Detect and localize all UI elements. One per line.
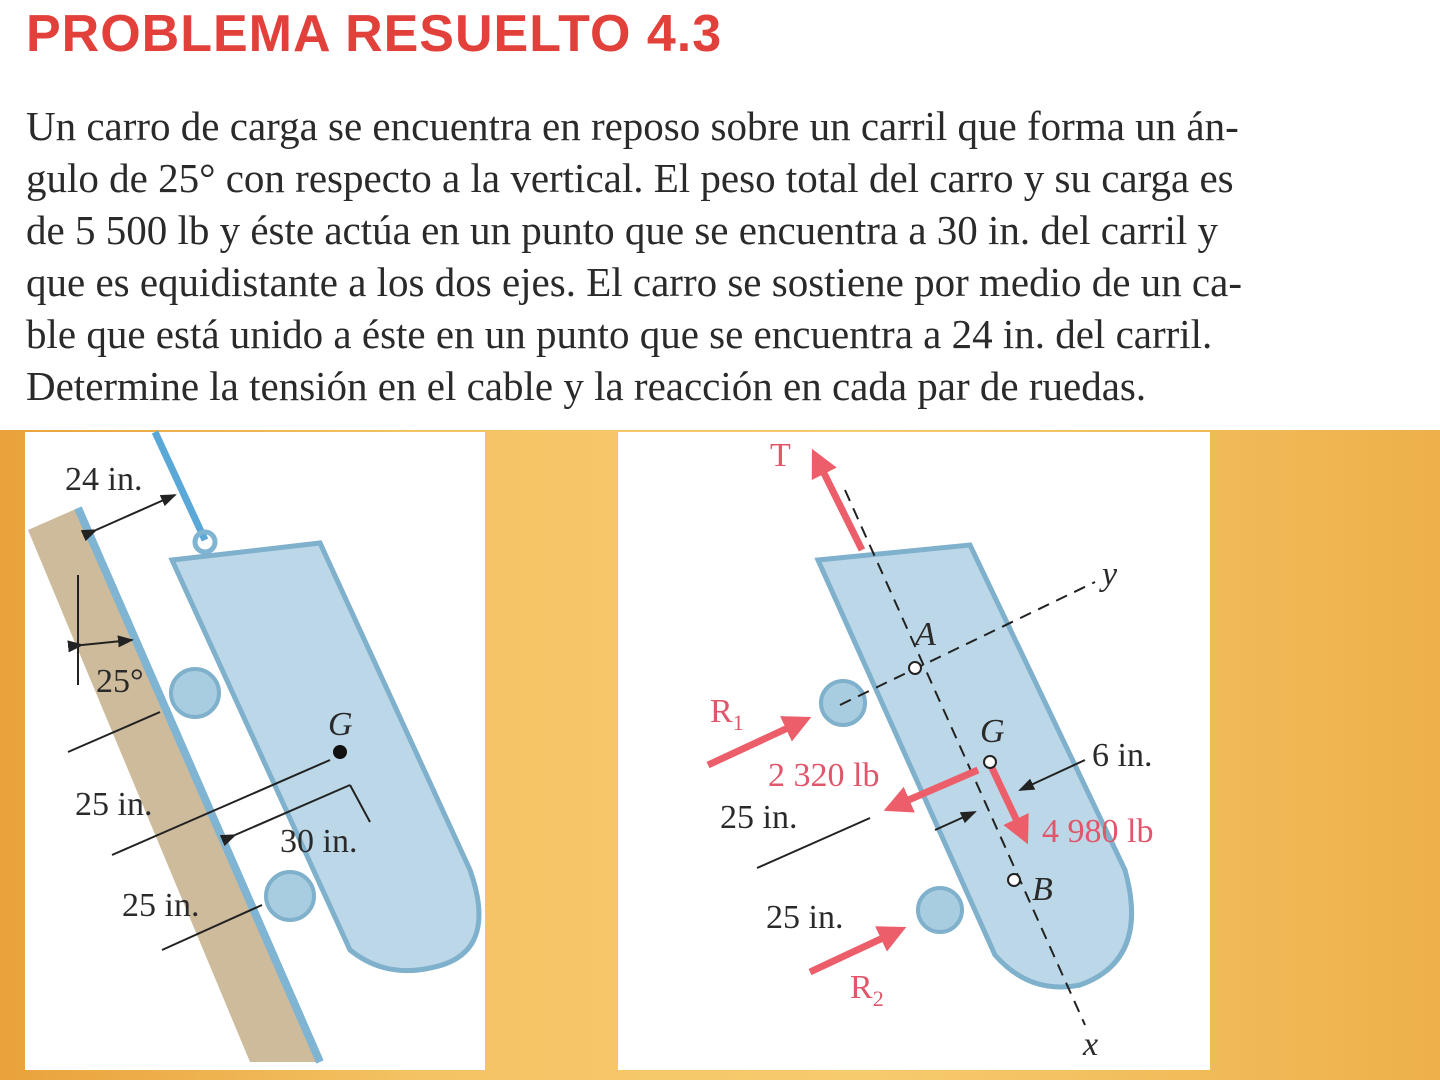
cable-hook xyxy=(192,529,218,555)
dim-6 xyxy=(934,811,977,831)
dim-upper-label: 25 in. xyxy=(75,786,152,823)
text-line: Un carro de carga se encuentra en reposo… xyxy=(26,103,1239,149)
wheel-upper xyxy=(169,667,221,719)
cable xyxy=(151,430,209,542)
point-a xyxy=(908,661,922,675)
force-y-label: 2 320 lb xyxy=(768,757,879,794)
angle-arrow xyxy=(67,635,134,653)
b-label: B xyxy=(1032,871,1053,908)
right-figure: T y x A G B R1 R2 2 320 lb 4 980 lb 6 in… xyxy=(706,437,1153,1063)
ext-line xyxy=(161,904,263,951)
center-of-gravity-dot xyxy=(333,745,347,759)
force-x-arrow xyxy=(988,766,1029,845)
text-line: gulo de 25° con respecto a la vertical. … xyxy=(26,155,1234,201)
x-axis xyxy=(844,489,1086,1026)
x-axis-label: x xyxy=(1082,1026,1098,1063)
text-line: que es equidistante a los dos ejes. El c… xyxy=(26,259,1242,305)
problem-statement: Un carro de carga se encuentra en reposo… xyxy=(26,100,1440,412)
cart-body xyxy=(168,540,482,974)
ext-line xyxy=(111,759,331,856)
g-label: G xyxy=(328,706,353,743)
dim-cable-label: 24 in. xyxy=(65,461,142,498)
wheel-lower xyxy=(264,870,316,922)
r2-arrow xyxy=(808,926,907,976)
text-line: de 5 500 lb y éste actúa en un punto que… xyxy=(26,207,1219,253)
dim-weight-label: 30 in. xyxy=(280,823,357,860)
tension-arrow xyxy=(811,448,866,552)
text-line: ble que está unido a éste en un punto qu… xyxy=(26,311,1213,357)
ext-line xyxy=(67,711,161,753)
angle-label: 25° xyxy=(96,663,144,700)
text-line: Determine la tensión en el cable y la re… xyxy=(26,363,1147,409)
dim-6 xyxy=(1018,759,1086,791)
left-figure: 24 in. 25° G 25 in. 25 in. 30 in. xyxy=(28,430,482,1064)
dim-30 xyxy=(219,784,351,847)
ext-line xyxy=(349,784,371,823)
cart-body xyxy=(814,542,1134,990)
point-g xyxy=(983,755,997,769)
force-y-arrow xyxy=(883,766,980,813)
ext-line xyxy=(756,817,871,869)
dim-offset-label: 6 in. xyxy=(1092,737,1152,774)
rail xyxy=(74,506,324,1064)
y-axis xyxy=(839,581,1096,706)
force-x-label: 4 980 lb xyxy=(1042,813,1153,850)
dim-24 xyxy=(80,494,177,542)
g-label: G xyxy=(980,713,1005,750)
a-label: A xyxy=(913,616,936,653)
point-b xyxy=(1007,873,1021,887)
tension-label: T xyxy=(770,437,791,474)
problem-title: PROBLEMA RESUELTO 4.3 xyxy=(26,5,723,63)
r1-label: R1 xyxy=(710,693,744,735)
dim-upper-label: 25 in. xyxy=(720,799,797,836)
r2-label: R2 xyxy=(850,969,884,1011)
dim-lower-label: 25 in. xyxy=(122,887,199,924)
r1-arrow xyxy=(706,716,812,769)
wheel-lower xyxy=(916,886,964,934)
dim-lower-label: 25 in. xyxy=(766,899,843,936)
y-axis-label: y xyxy=(1099,556,1118,593)
